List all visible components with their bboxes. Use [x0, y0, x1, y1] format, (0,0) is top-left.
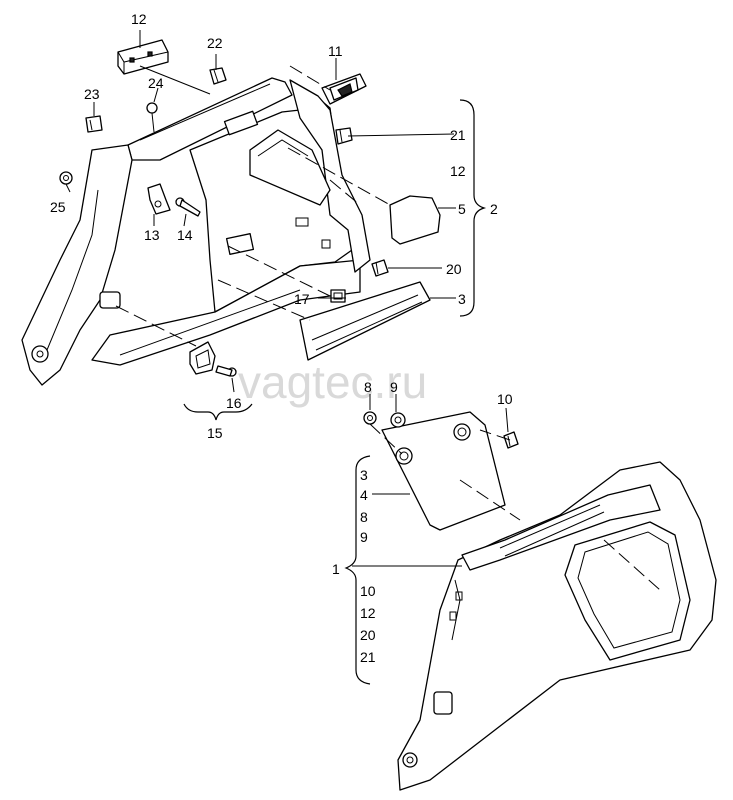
part-20-clip [371, 259, 389, 277]
group-1-item: 8 [360, 509, 368, 525]
part-13-bracket [147, 183, 171, 215]
group-1-item: 20 [360, 627, 376, 643]
part-24-screw [146, 102, 158, 133]
label-23: 23 [84, 86, 100, 102]
part-4-panel [381, 411, 506, 531]
part-22-clip [209, 67, 227, 85]
callout-labels: 12 22 11 24 23 21 12 5 2 25 13 14 20 17 … [50, 11, 513, 577]
watermark: vagtec.ru [238, 356, 427, 408]
label-15: 15 [207, 425, 223, 441]
group-1-item: 10 [360, 583, 376, 599]
part-25-nut [59, 171, 73, 185]
label-21: 21 [450, 127, 466, 143]
group-1-list: 3 4 8 9 10 12 20 21 [360, 467, 376, 665]
part-12-module [117, 39, 169, 75]
label-3: 3 [458, 291, 466, 307]
part-10-fastener [503, 431, 519, 449]
label-20: 20 [446, 261, 462, 277]
label-8: 8 [364, 379, 372, 395]
leader-lines [65, 30, 509, 567]
label-25: 25 [50, 199, 66, 215]
part-15-hook [189, 341, 216, 375]
part-14-bolt [175, 197, 201, 217]
group-1-item: 9 [360, 529, 368, 545]
group-1-item: 4 [360, 487, 368, 503]
label-13: 13 [144, 227, 160, 243]
label-5: 5 [458, 201, 466, 217]
part-3-trim [299, 281, 431, 361]
part-17-cap [330, 289, 346, 303]
label-22: 22 [207, 35, 223, 51]
label-9: 9 [390, 379, 398, 395]
part-9-fastener [390, 412, 406, 428]
group-1-item: 21 [360, 649, 376, 665]
part-5-cover [389, 195, 441, 245]
group-1-item: 12 [360, 605, 376, 621]
part-1-trim [397, 461, 717, 791]
label-2: 2 [490, 201, 498, 217]
label-17: 17 [294, 291, 310, 307]
label-24: 24 [148, 75, 164, 91]
label-14: 14 [177, 227, 193, 243]
part-23-clip [85, 115, 103, 133]
label-16: 16 [226, 395, 242, 411]
label-12-group: 12 [450, 163, 466, 179]
label-11: 11 [328, 43, 343, 59]
braces [183, 99, 487, 685]
label-1: 1 [332, 561, 340, 577]
part-16-screw [215, 365, 237, 377]
label-10: 10 [497, 391, 513, 407]
group-1-item: 3 [360, 467, 368, 483]
label-12: 12 [131, 11, 147, 27]
part-8-fastener [363, 411, 377, 425]
part-21-clip [335, 127, 353, 145]
part-11-handle [321, 73, 367, 105]
